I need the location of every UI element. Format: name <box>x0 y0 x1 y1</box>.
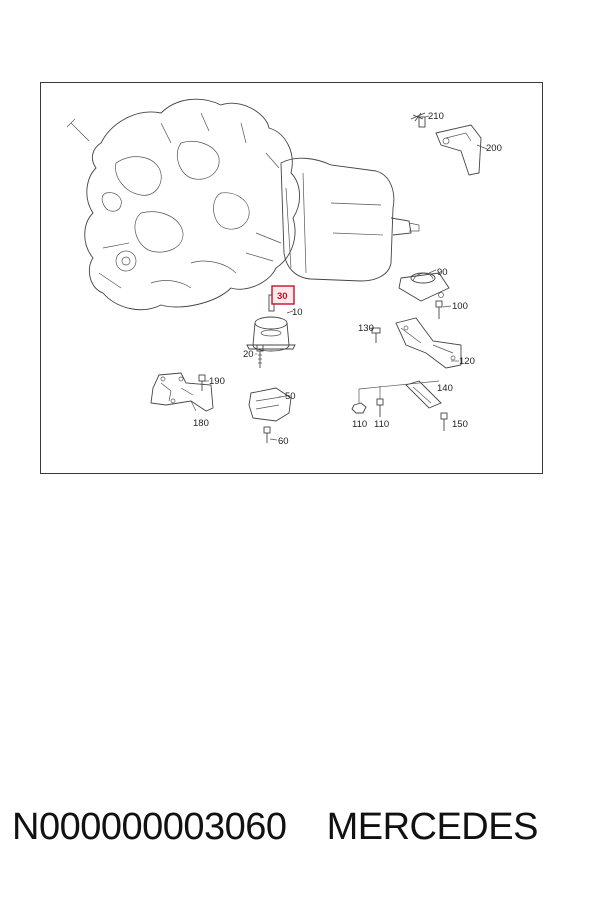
callout-30[interactable]: 30 <box>277 291 288 302</box>
callout-100[interactable]: 100 <box>452 301 468 312</box>
bracket-140 <box>405 380 442 409</box>
leader-lines <box>190 115 488 441</box>
nut-110a <box>351 402 367 414</box>
engine-block <box>66 98 300 311</box>
bolt-20 <box>256 344 264 368</box>
transmission-mount-90 <box>398 272 450 302</box>
crossmember-120 <box>395 317 462 369</box>
callout-130[interactable]: 130 <box>358 323 374 334</box>
bracket-200 <box>435 124 482 176</box>
callout-90[interactable]: 90 <box>437 267 448 278</box>
callout-180[interactable]: 180 <box>193 418 209 429</box>
transmission-housing <box>280 157 420 282</box>
parts-diagram: 210 200 30 10 20 90 100 130 120 190 180 … <box>40 82 543 474</box>
callout-50[interactable]: 50 <box>285 391 296 402</box>
callout-110-right[interactable]: 110 <box>374 419 389 430</box>
brand-name: MERCEDES <box>326 806 539 848</box>
callout-10[interactable]: 10 <box>292 307 303 318</box>
highlighted-callout-30[interactable] <box>271 285 295 305</box>
callout-60[interactable]: 60 <box>278 436 289 447</box>
callout-190[interactable]: 190 <box>209 376 225 387</box>
callout-200[interactable]: 200 <box>486 143 502 154</box>
callout-110-left[interactable]: 110 <box>352 419 367 430</box>
bolt-110b <box>376 398 384 417</box>
part-number: N000000003060 <box>12 806 287 848</box>
bolt-210 <box>410 112 426 128</box>
bolt-100 <box>435 300 443 319</box>
product-caption: N000000003060 MERCEDES <box>12 806 592 858</box>
bolt-190 <box>198 374 206 391</box>
exploded-view-drawing: 210 200 30 10 20 90 100 130 120 190 180 … <box>66 98 502 447</box>
bracket-180 <box>150 372 214 412</box>
bolt-130 <box>371 327 381 343</box>
callout-210[interactable]: 210 <box>428 111 444 122</box>
callout-150[interactable]: 150 <box>452 419 468 430</box>
bolt-60 <box>263 426 271 443</box>
bolt-150 <box>440 412 448 431</box>
heat-shield-50 <box>248 387 292 422</box>
callout-120[interactable]: 120 <box>459 356 475 367</box>
callout-20[interactable]: 20 <box>243 349 254 360</box>
callout-140[interactable]: 140 <box>437 383 453 394</box>
engine-mount-10 <box>246 294 296 352</box>
